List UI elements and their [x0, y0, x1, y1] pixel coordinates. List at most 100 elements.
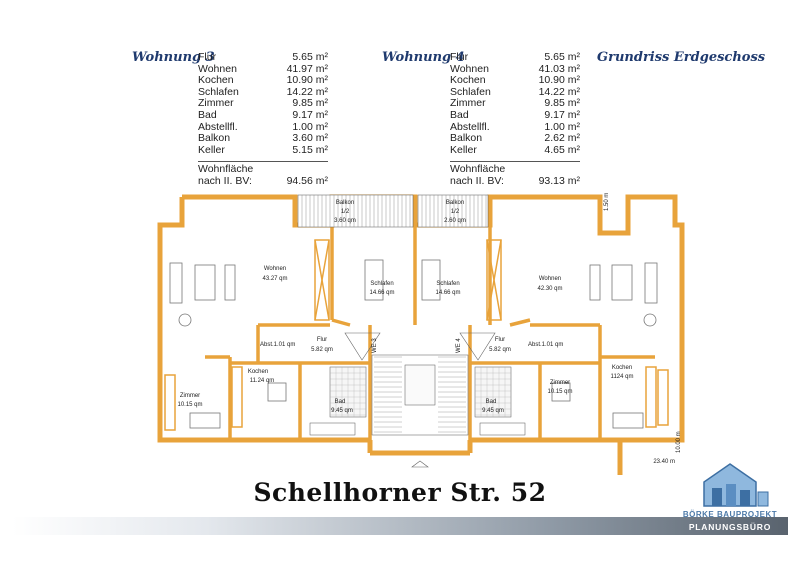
- unit4-heading: Wohnung 4: [382, 50, 465, 65]
- unit3-total: Wohnfläche nach II. BV: 94.56 m²: [198, 161, 328, 187]
- total-value: 93.13 m²: [538, 174, 580, 187]
- room-label: Flur: [495, 337, 505, 343]
- balcony-deck-right: [417, 194, 489, 228]
- total-label: nach II. BV:: [450, 174, 504, 187]
- room-label: Zimmer: [180, 393, 200, 399]
- total-label: Wohnfläche: [450, 163, 506, 176]
- balcony-label: Balkon: [336, 200, 354, 206]
- coffee-table: [194, 264, 216, 301]
- table: [267, 382, 287, 402]
- room-label: Kochen: [248, 369, 268, 375]
- unit-marker-label: WE 4: [456, 338, 462, 353]
- room-label: Flur: [317, 337, 327, 343]
- area-row: Abstellfl.1.00 m²: [198, 120, 328, 133]
- unit3-heading: Wohnung 3: [132, 50, 215, 65]
- company-name: BÖRKE BAUPROJEKT: [682, 510, 778, 519]
- house-logo-icon: [703, 463, 769, 507]
- room-area: 43.27 qm: [262, 276, 287, 282]
- company-subtitle: PLANUNGSBÜRO: [688, 522, 772, 532]
- room-area: 42.30 qm: [537, 286, 562, 292]
- plant: [178, 313, 192, 327]
- room-label: Bad: [486, 399, 497, 405]
- room-label: Schlafen: [370, 281, 393, 287]
- desk: [189, 412, 221, 429]
- wardrobe-cross: [314, 239, 330, 321]
- room-label: Wohnen: [539, 276, 561, 282]
- zimmer-cabinet: [657, 369, 669, 426]
- room-label: Abst.1.01 qm: [528, 342, 563, 348]
- floor-plan: Balkon 1/2 3.60 qm Balkon 1/2 2.60 qm Wo…: [157, 193, 685, 475]
- balcony-label: 1/2: [451, 209, 460, 215]
- unit-marker-label: WE 3: [372, 338, 378, 353]
- street-address: Schellhorner Str. 52: [253, 478, 547, 507]
- entrance-marker-we3: [344, 332, 381, 361]
- dimension-label: 23.40 m: [653, 459, 675, 465]
- balcony-label: 3.60 qm: [334, 218, 356, 224]
- bed: [364, 259, 384, 301]
- desk: [612, 412, 644, 429]
- balcony-label: Balkon: [446, 200, 464, 206]
- outer-wall: [157, 197, 230, 443]
- bathtub: [479, 422, 526, 436]
- armchair: [589, 264, 601, 301]
- balcony-label: 1/2: [341, 209, 350, 215]
- room-area: 10.15 qm: [547, 389, 572, 395]
- bed: [421, 259, 441, 301]
- zimmer-cabinet: [164, 374, 176, 431]
- kitchen-unit: [645, 366, 657, 428]
- room-area: 1124 qm: [611, 374, 634, 380]
- interior-wall: [509, 318, 531, 327]
- wardrobe: [314, 239, 330, 321]
- table: [551, 382, 571, 402]
- room-label: Bad: [335, 399, 346, 405]
- unit4-total: Wohnfläche nach II. BV: 93.13 m²: [450, 161, 580, 187]
- room-area: 5.82 qm: [489, 347, 511, 353]
- footer-bar: [12, 517, 788, 535]
- bathtub: [309, 422, 356, 436]
- room-label: Schlafen: [436, 281, 459, 287]
- room-label: Kochen: [612, 365, 632, 371]
- area-row: Abstellfl.1.00 m²: [450, 120, 580, 133]
- room-area: 10.15 qm: [177, 402, 202, 408]
- floor-plan-heading: Grundriss Erdgeschoss: [597, 50, 766, 65]
- wardrobe: [486, 239, 502, 321]
- kitchen-unit: [231, 366, 243, 428]
- total-label: Wohnfläche: [198, 163, 254, 176]
- room-area: 9.45 qm: [482, 408, 504, 414]
- interior-wall: [331, 318, 351, 327]
- total-value: 94.56 m²: [286, 174, 328, 187]
- sofa: [169, 262, 183, 304]
- coffee-table: [611, 264, 633, 301]
- room-label: Abst.1.01 qm: [260, 342, 295, 348]
- wardrobe-cross: [486, 239, 502, 321]
- dimension-label: 1.50 m: [604, 193, 610, 211]
- entrance-marker-we4: [459, 332, 496, 361]
- plant: [643, 313, 657, 327]
- elevator: [404, 364, 436, 406]
- total-label: nach II. BV:: [198, 174, 252, 187]
- balcony-label: 2.60 qm: [444, 218, 466, 224]
- room-label: Zimmer: [550, 380, 570, 386]
- room-area: 11.24 qm: [250, 378, 275, 384]
- room-area: 14.66 qm: [435, 290, 460, 296]
- main-entrance-arrow: [411, 460, 429, 468]
- room-area: 9.45 qm: [331, 408, 353, 414]
- dimension-label: 10.00 m: [676, 431, 682, 453]
